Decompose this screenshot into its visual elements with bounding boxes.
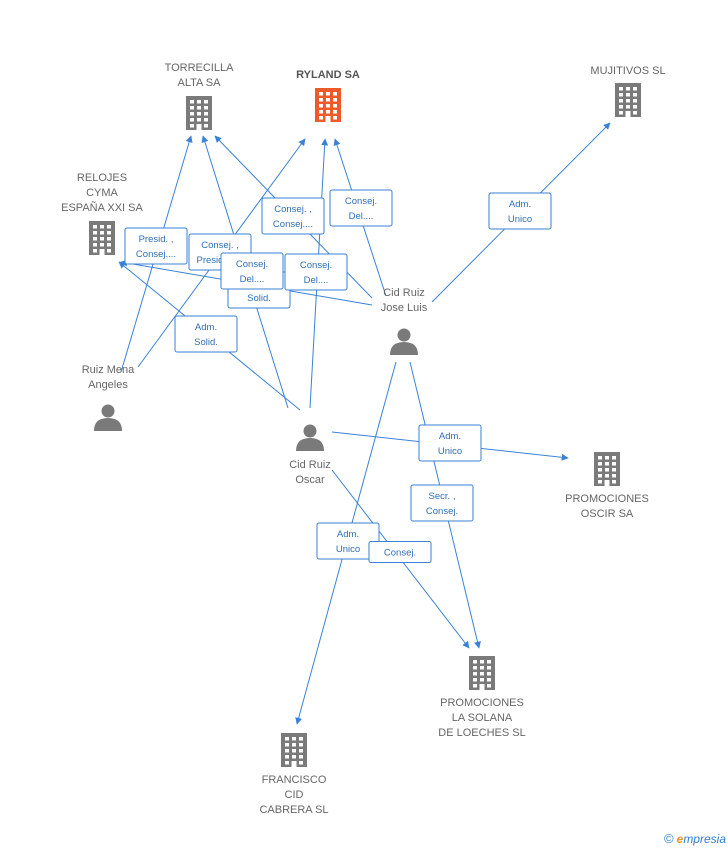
node-label-francisco: FRANCISCO (262, 774, 327, 786)
building-icon (315, 88, 341, 122)
node-label-oscir: OSCIR SA (581, 508, 634, 520)
node-label-torrecilla: ALTA SA (177, 77, 221, 89)
edge-label-cidoscar-torrecilla-line: Adm. (195, 322, 217, 333)
edge-label-cidoscar-ryland[interactable]: Consej. Del.... (220, 252, 284, 290)
edge-label-ruizmena-ryland-line: Consej. , (201, 240, 239, 251)
edge-label-cidoscar-relojes-line: Solid. (247, 293, 271, 304)
node-relojes[interactable]: RELOJES CYMA ESPAÑA XXI SA (61, 172, 144, 255)
node-label-francisco: CID (285, 789, 304, 801)
edge-label-cidjose-mujitivos[interactable]: Adm. Unico (488, 192, 552, 230)
edge-label-cidoscar-ryland-alt-box (284, 253, 348, 291)
edge-labels-layer: Adm. Solid. Presid. , Consej.... Consej. , Pr… (124, 189, 552, 563)
edge-label-cidoscar-solana-box (368, 541, 432, 563)
edge-label-cidjose-torrecilla-box (261, 197, 325, 235)
node-label-ruizmena: Angeles (88, 379, 128, 391)
node-torrecilla[interactable]: TORRECILLA ALTA SA (165, 62, 235, 130)
node-label-cidjose: Cid Ruiz (383, 287, 425, 299)
edge-label-cidoscar-torrecilla-box (174, 315, 238, 353)
node-label-solana: DE LOECHES SL (438, 727, 525, 739)
edge-label-cidjose-relojes-line: Consej.... (136, 249, 176, 260)
node-label-relojes: RELOJES (77, 172, 127, 184)
person-icon (94, 404, 122, 431)
building-icon (89, 221, 115, 255)
edge-label-cidjose-mujitivos-box (488, 192, 552, 230)
node-mujitivos[interactable]: MUJITIVOS SL (590, 65, 666, 117)
node-solana[interactable]: PROMOCIONES LA SOLANA DE LOECHES SL (438, 656, 526, 739)
brand-name: mpresia (683, 832, 726, 846)
edge-label-cidjose-solana-line: Consej. (426, 506, 458, 517)
node-label-solana: PROMOCIONES (440, 697, 524, 709)
edge-label-cidoscar-solana-line: Consej. (384, 548, 416, 559)
person-icon (390, 328, 418, 355)
edge-label-cidoscar-oscir-line: Unico (438, 446, 462, 457)
edge-label-cidjose-torrecilla[interactable]: Consej. , Consej.... (261, 197, 325, 235)
node-label-oscir: PROMOCIONES (565, 493, 649, 505)
edge-label-cidjose-torrecilla-line: Consej. , (274, 204, 312, 215)
footer-brand[interactable]: ©empresia (664, 831, 726, 846)
edge-label-cidjose-solana[interactable]: Secr. , Consej. (410, 484, 474, 522)
node-label-mujitivos: MUJITIVOS SL (590, 65, 665, 77)
copyright-icon: © (664, 831, 674, 846)
nodes-layer: TORRECILLA ALTA SA RYLAND SA MUJITIVOS SL RE… (61, 62, 665, 816)
edge-label-cidoscar-solana[interactable]: Consej. (368, 541, 432, 563)
edge-label-cidoscar-torrecilla-line: Solid. (194, 337, 218, 348)
node-label-cidjose: Jose Luis (381, 302, 428, 314)
building-icon (615, 83, 641, 117)
edge-label-cidoscar-ryland-box (220, 252, 284, 290)
building-icon (469, 656, 495, 690)
node-label-torrecilla: TORRECILLA (165, 62, 235, 74)
edge-label-cidjose-torrecilla-line: Consej.... (273, 219, 313, 230)
node-label-solana: LA SOLANA (452, 712, 513, 724)
edge-label-cidoscar-torrecilla[interactable]: Adm. Solid. (174, 315, 238, 353)
edge-label-cidjose-ryland-line: Consej. (345, 196, 377, 207)
building-icon (594, 452, 620, 486)
node-label-cidoscar: Oscar (295, 474, 325, 486)
node-label-relojes: CYMA (86, 187, 118, 199)
edge-label-cidoscar-oscir-box (418, 424, 482, 462)
edge-label-cidjose-relojes[interactable]: Presid. , Consej.... (124, 227, 188, 265)
edge-label-cidjose-mujitivos-line: Adm. (509, 199, 531, 210)
edge-label-cidjose-francisco-line: Unico (336, 544, 360, 555)
node-label-ruizmena: Ruiz Mena (82, 364, 135, 376)
edge-label-cidoscar-ryland-alt-line: Consej. (300, 260, 332, 271)
node-oscir[interactable]: PROMOCIONES OSCIR SA (565, 452, 649, 520)
node-label-cidoscar: Cid Ruiz (289, 459, 331, 471)
building-icon (186, 96, 212, 130)
edge-label-cidjose-relojes-line: Presid. , (139, 234, 174, 245)
edge-label-ruizmena-ryland-line: Presid.,C... (197, 255, 244, 266)
building-icon (281, 733, 307, 767)
edge-label-cidoscar-ryland-line: Del.... (240, 274, 265, 285)
edge-label-cidoscar-ryland-alt[interactable]: Consej. Del.... (284, 253, 348, 291)
edge-label-cidjose-mujitivos-line: Unico (508, 214, 532, 225)
edge-label-cidjose-ryland-line: Del.... (349, 211, 374, 222)
edge-label-cidjose-solana-box (410, 484, 474, 522)
edge-label-cidoscar-oscir[interactable]: Adm. Unico (418, 424, 482, 462)
edge-label-cidjose-solana-line: Secr. , (429, 491, 456, 502)
person-icon (296, 424, 324, 451)
edge-label-cidoscar-ryland-line: Consej. (236, 259, 268, 270)
node-francisco[interactable]: FRANCISCO CID CABRERA SL (259, 733, 329, 816)
edge-label-cidoscar-oscir-line: Adm. (439, 431, 461, 442)
brand-logo-initial: e (676, 832, 684, 846)
edge-label-cidjose-ryland-box (329, 189, 393, 227)
node-label-francisco: CABRERA SL (259, 804, 328, 816)
edge-label-cidjose-relojes-box (124, 227, 188, 265)
edge-label-cidoscar-ryland-alt-line: Del.... (304, 275, 329, 286)
edge-label-cidjose-ryland[interactable]: Consej. Del.... (329, 189, 393, 227)
node-label-ryland: RYLAND SA (296, 69, 360, 81)
node-label-relojes: ESPAÑA XXI SA (61, 201, 143, 214)
edge-label-cidjose-francisco-line: Adm. (337, 529, 359, 540)
node-ryland[interactable]: RYLAND SA (296, 69, 360, 122)
